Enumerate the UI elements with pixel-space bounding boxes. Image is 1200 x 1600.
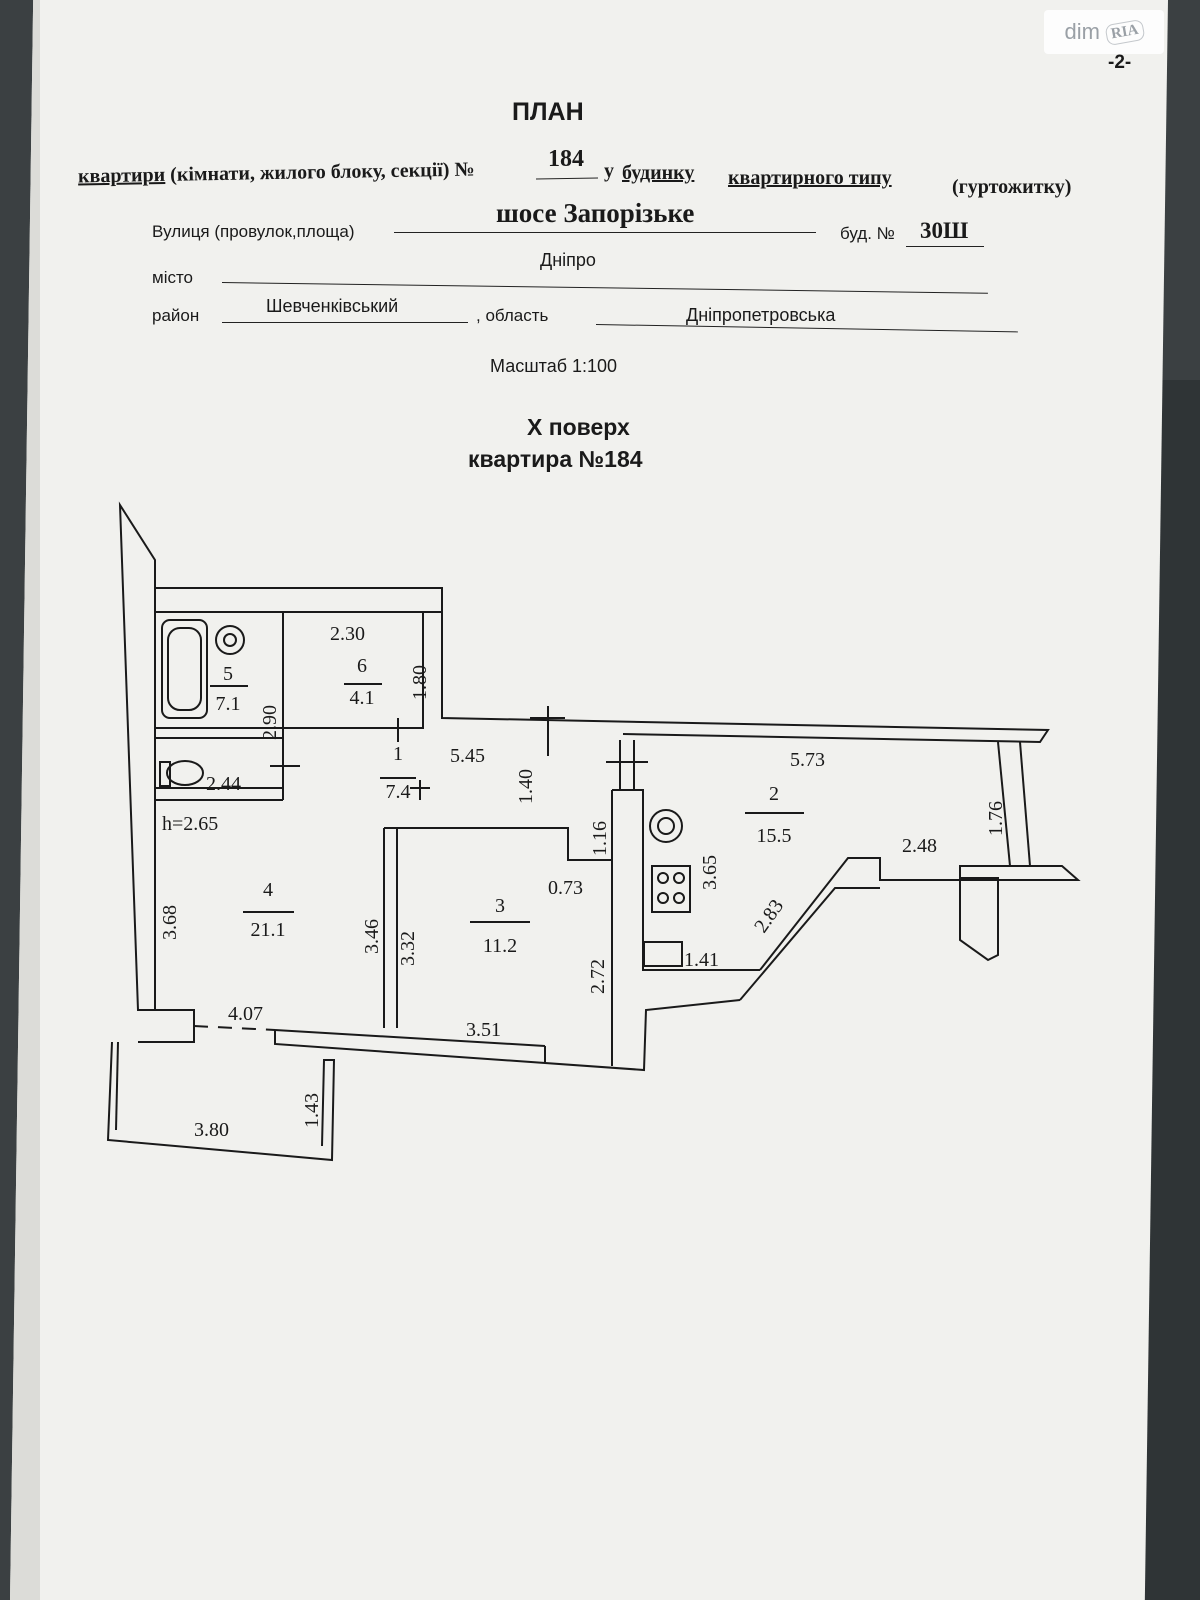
building-label: буд. №: [840, 224, 895, 243]
ceiling-height: h=2.65: [162, 813, 218, 835]
page-number: -2-: [1108, 52, 1132, 73]
page-title: ПЛАН: [512, 98, 584, 126]
bathtub-inner: [167, 627, 202, 711]
kitchen-wall: [612, 789, 760, 971]
appliance-icon: [643, 941, 683, 967]
dim-4-07: 4.07: [228, 1003, 263, 1025]
bay-window-wall: [759, 857, 1081, 971]
room-1-area: 7.4: [386, 781, 411, 803]
room-5-area: 7.1: [216, 693, 241, 715]
floor-label: Х поверх: [527, 414, 630, 440]
kitchen-sink-icon: [649, 809, 683, 843]
dim-3-65: 3.65: [699, 855, 721, 890]
watermark-dim: dim: [1064, 19, 1100, 44]
dim-1-16: 1.16: [589, 821, 611, 856]
street-label: Вулиця (провулок,площа): [152, 222, 355, 241]
dim-2-48: 2.48: [902, 835, 937, 857]
scale-label: Масштаб 1:100: [490, 356, 618, 376]
loggia-outline: [106, 1041, 336, 1162]
left-outer-wall: [118, 501, 156, 1011]
dim-2-30: 2.30: [330, 623, 365, 645]
district-value: Шевченківський: [266, 296, 399, 316]
dim-2-44: 2.44: [206, 773, 241, 795]
dim-3-80: 3.80: [194, 1119, 229, 1141]
room-6-number: 6: [357, 655, 367, 677]
room-6-area: 4.1: [350, 687, 375, 709]
stove-icon: [651, 865, 691, 913]
dim-3-46: 3.46: [361, 919, 383, 954]
south-wall: [274, 999, 741, 1072]
toilet-icon: [166, 760, 204, 786]
room-4-area: 21.1: [251, 919, 286, 941]
dim-0-73: 0.73: [548, 877, 583, 899]
dim-3-51: 3.51: [466, 1019, 501, 1041]
header-line-1-u: у: [604, 160, 614, 182]
dim-1-41: 1.41: [684, 949, 719, 971]
dim-2-72: 2.72: [587, 959, 609, 994]
balcony-stub: [959, 877, 999, 962]
top-wall: [155, 587, 443, 613]
room-2-area: 15.5: [757, 825, 792, 847]
house-type: квартирного типу: [728, 167, 892, 189]
room-3-outline: [384, 827, 613, 1046]
building-underline: [906, 246, 984, 247]
dim-5-45: 5.45: [450, 745, 485, 767]
room-3-number: 3: [495, 895, 505, 917]
room-4-number: 4: [263, 879, 273, 901]
bathtub-icon: [161, 619, 208, 719]
dim-2-83: 2.83: [750, 896, 788, 937]
corridor-wall: [441, 612, 1050, 744]
loggia-door: [193, 1025, 276, 1031]
room-2-number: 2: [769, 783, 779, 805]
room-6-outline: [282, 611, 424, 729]
street-value: шосе Запорізьке: [496, 198, 695, 228]
dim-1-80: 1.80: [409, 665, 431, 700]
dim-1-40: 1.40: [515, 769, 537, 804]
region-label: , область: [476, 306, 549, 325]
dim-3-32: 3.32: [397, 931, 419, 966]
building-value: 30Ш: [920, 218, 969, 243]
region-value: Дніпропетровська: [686, 305, 836, 325]
dim-3-68: 3.68: [159, 905, 181, 940]
dormitory-note: (гуртожитку): [952, 176, 1072, 198]
city-value: Дніпро: [540, 250, 596, 270]
dim-1-76: 1.76: [985, 801, 1007, 836]
room-3-area: 11.2: [483, 935, 517, 957]
dim-2-90: 2.90: [259, 705, 281, 740]
district-label: район: [152, 306, 200, 325]
city-label: місто: [152, 268, 194, 287]
apartment-label: квартира №184: [468, 446, 643, 472]
sink-icon: [215, 625, 245, 655]
room-1-number: 1: [393, 743, 403, 765]
dim-1-43: 1.43: [301, 1093, 323, 1128]
dim-5-73: 5.73: [790, 749, 825, 771]
apartment-number: 184: [548, 146, 584, 172]
district-underline: [222, 322, 468, 323]
street-underline: [394, 232, 816, 233]
watermark-logo: dim RIA: [1044, 10, 1164, 54]
south-wall-left: [138, 1009, 195, 1043]
house-word: будинку: [622, 162, 695, 184]
room-5-number: 5: [223, 663, 233, 685]
